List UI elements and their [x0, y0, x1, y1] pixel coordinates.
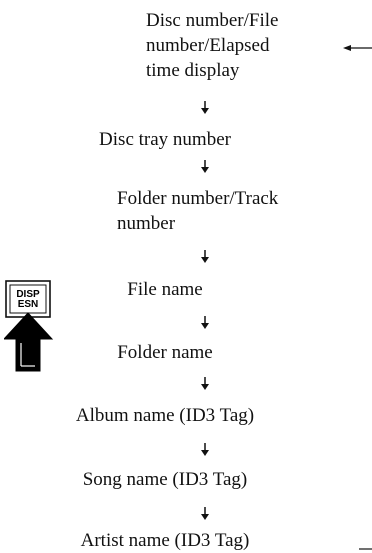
step-album-name: Album name (ID3 Tag): [0, 403, 330, 428]
step-file-name: File name: [0, 277, 330, 302]
down-arrow-icon: [199, 443, 211, 457]
press-arrow-icon: [2, 312, 54, 372]
step-line: Folder name: [117, 342, 213, 363]
step-line: time display: [146, 60, 240, 81]
button-label-line2: ESN: [18, 299, 39, 310]
step-artist-name: Artist name (ID3 Tag): [0, 528, 330, 553]
step-folder-number-track-number: Folder number/Track number: [117, 186, 278, 236]
disp-esn-button-illustration: DISP ESN: [2, 279, 60, 375]
down-arrow-icon: [199, 160, 211, 174]
disp-esn-button-graphic: DISP ESN: [2, 280, 54, 372]
down-arrow-icon: [199, 101, 211, 115]
step-line: Disc tray number: [99, 129, 231, 150]
step-line: number: [117, 213, 176, 234]
step-song-name: Song name (ID3 Tag): [0, 467, 330, 492]
step-line: Album name (ID3 Tag): [75, 405, 255, 426]
step-line: Disc number/File: [146, 10, 279, 31]
down-arrow-icon: [199, 250, 211, 264]
down-arrow-icon: [199, 316, 211, 330]
step-line: Artist name (ID3 Tag): [80, 530, 250, 551]
step-disc-number-file-number-elapsed: Disc number/File number/Elapsed time dis…: [146, 8, 278, 83]
down-arrow-icon: [199, 377, 211, 391]
step-disc-tray-number: Disc tray number: [0, 127, 330, 152]
step-line: number/Elapsed: [146, 35, 270, 56]
button-label-line1: DISP: [16, 289, 40, 300]
step-line: Song name (ID3 Tag): [82, 469, 248, 490]
step-folder-name: Folder name: [0, 340, 330, 365]
step-line: Folder number/Track: [117, 188, 279, 209]
step-line: File name: [127, 279, 203, 300]
down-arrow-icon: [199, 507, 211, 521]
